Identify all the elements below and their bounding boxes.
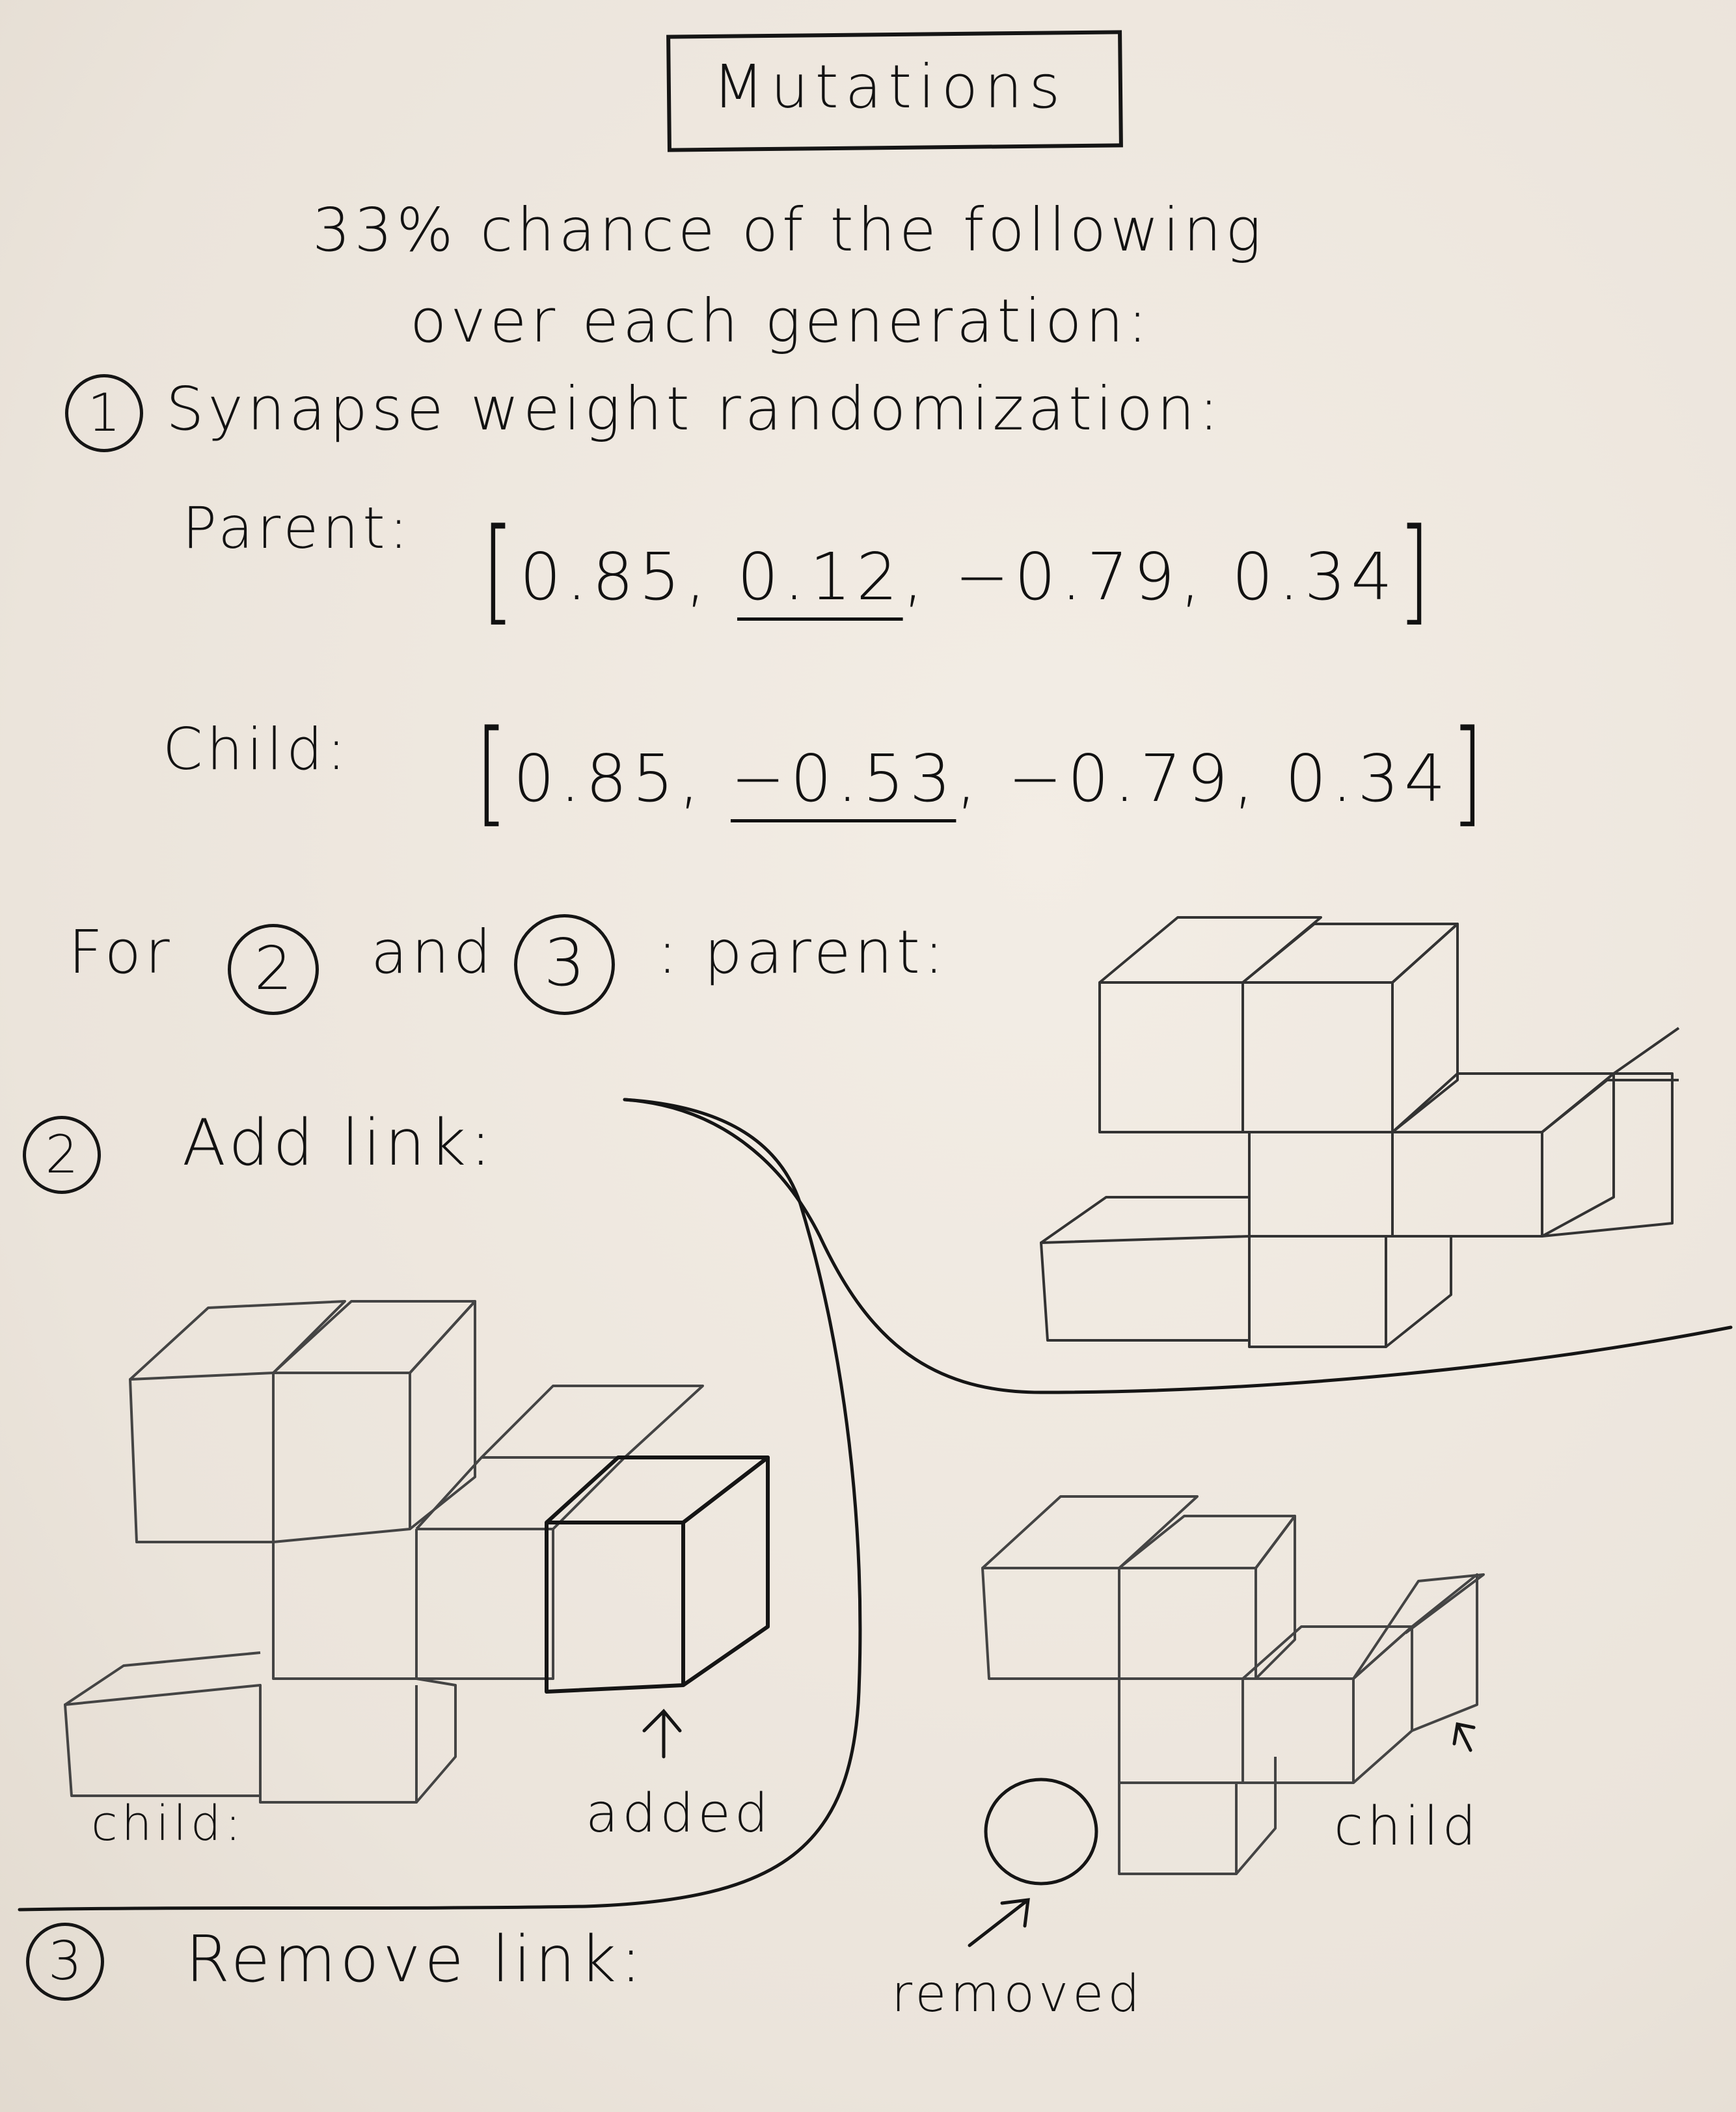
for-suffix: : parent:: [657, 917, 948, 987]
divider-curve-upper: [623, 1098, 1733, 1394]
page-title: Mutations: [712, 52, 1067, 122]
parent-weight-0: 0.85: [519, 539, 686, 615]
child-remove-creature: [981, 1495, 1485, 1875]
child-weight-3: 0.34: [1285, 740, 1451, 817]
added-block: [545, 1455, 770, 1694]
close-bracket: ]: [1450, 705, 1489, 839]
section-3-child-label: child: [1334, 1796, 1480, 1858]
section-1-number: 1: [65, 374, 143, 452]
for-conj: and: [371, 917, 496, 987]
section-2-number: 2: [23, 1116, 101, 1194]
parent-weights: [0.85, 0.12, −0.79, 0.34]: [481, 503, 1436, 637]
added-label: added: [586, 1783, 772, 1845]
child-label: Child:: [163, 716, 350, 783]
parent-weight-2: −0.79: [955, 539, 1180, 615]
close-bracket: ]: [1397, 503, 1436, 637]
divider-curve-left: [18, 1098, 862, 1912]
added-arrow: [642, 1709, 682, 1759]
open-bracket: [: [475, 705, 513, 839]
child-add-creature: [64, 1300, 704, 1804]
child-arrow: [1452, 1722, 1476, 1752]
intro-line-2: over each generation:: [410, 286, 1152, 356]
open-bracket: [: [481, 503, 520, 637]
child-weight-1: −0.53: [730, 740, 956, 817]
parent-label: Parent:: [182, 494, 413, 562]
child-weight-2: −0.79: [1007, 740, 1234, 817]
for-number-2: 2: [228, 924, 319, 1015]
section-3-number: 3: [26, 1923, 104, 2001]
removed-label: removed: [891, 1965, 1144, 2024]
section-1-heading: Synapse weight randomization:: [166, 374, 1223, 444]
child-weights: [0.85, −0.53, −0.79, 0.34]: [475, 705, 1489, 839]
parent-creature: [1040, 916, 1680, 1348]
removed-circle-icon: [984, 1778, 1098, 1886]
parent-weight-3: 0.34: [1232, 539, 1398, 615]
child-weight-0: 0.85: [513, 740, 679, 817]
removed-arrow: [968, 1898, 1030, 1947]
section-3-heading: Remove link:: [185, 1923, 646, 1997]
parent-weight-1: 0.12: [737, 539, 903, 615]
intro-line-1: 33% chance of the following: [312, 195, 1266, 265]
section-2-child-label: child:: [91, 1796, 245, 1852]
for-prefix: For: [68, 917, 174, 987]
for-number-3: 3: [514, 914, 615, 1015]
section-2-heading: Add link:: [182, 1106, 496, 1180]
